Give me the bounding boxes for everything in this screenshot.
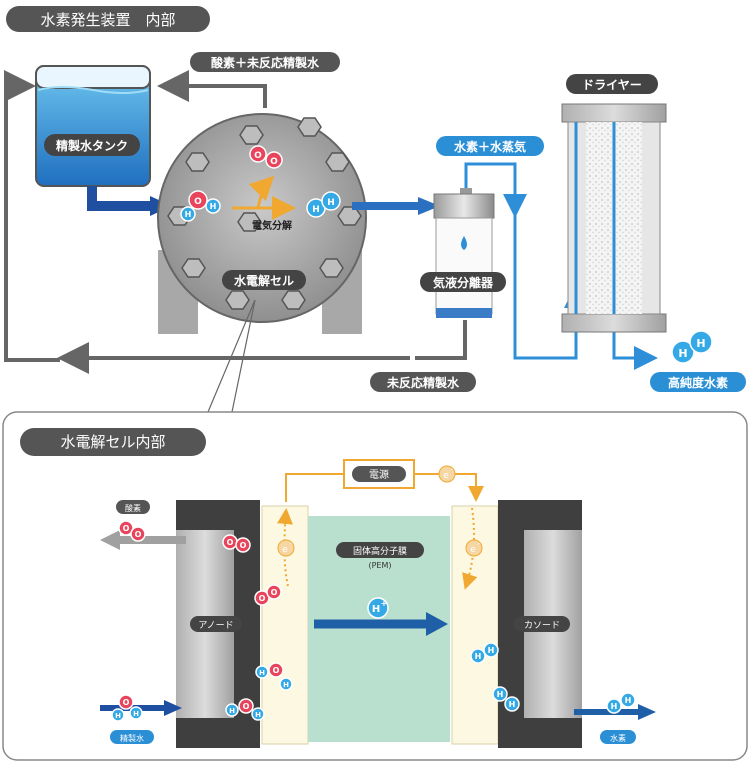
cell-label: 水電解セル — [234, 273, 294, 288]
detail-title-badge: 水電解セル内部 — [20, 428, 206, 456]
svg-text:e: e — [282, 545, 288, 555]
cathode-label: カソード — [524, 620, 560, 631]
svg-text:固体高分子膜: 固体高分子膜 — [353, 545, 407, 557]
svg-text:(PEM): (PEM) — [368, 561, 391, 570]
power-circuit — [285, 473, 484, 502]
svg-text:高純度水素: 高純度水素 — [668, 375, 728, 390]
electron-top: e - — [438, 465, 456, 483]
svg-text:H: H — [488, 646, 495, 655]
electron-cathode: e - — [465, 539, 483, 557]
svg-text:H: H — [210, 202, 217, 211]
svg-text:e: e — [443, 471, 449, 481]
svg-text:O: O — [194, 197, 202, 207]
svg-text:e: e — [470, 545, 476, 555]
water-tank: 精製水タンク — [35, 65, 151, 187]
tank-label: 精製水タンク — [56, 138, 128, 153]
water-molecules-anode: O H H O H H — [225, 662, 293, 721]
pem-label: 固体高分子膜 (PEM) — [336, 542, 424, 570]
hydrogen-label: 水素 — [600, 730, 636, 744]
dryer-label: ドライヤー — [582, 78, 642, 92]
high-purity-label: 高純度水素 — [650, 372, 746, 392]
water-input-molecule: O H H — [111, 694, 143, 722]
svg-text:精製水: 精製水 — [120, 733, 144, 743]
electron-anode: e - — [277, 539, 295, 557]
svg-text:-: - — [478, 540, 481, 548]
separator-label: 気液分離器 — [433, 275, 494, 290]
svg-text:H: H — [327, 198, 335, 208]
svg-text:H: H — [696, 337, 705, 350]
svg-text:H: H — [133, 710, 139, 718]
svg-text:H: H — [497, 690, 504, 699]
water-molecule-cell: O H H — [180, 190, 221, 222]
svg-text:+: + — [381, 599, 388, 608]
gray-return-lines — [4, 70, 467, 374]
electrolysis-cell: 水電解セル 電気分解 — [157, 113, 367, 334]
svg-text:H: H — [283, 681, 289, 689]
svg-text:H: H — [475, 652, 482, 661]
detail-callout — [207, 299, 256, 413]
svg-text:H: H — [255, 711, 261, 719]
svg-text:H: H — [185, 210, 192, 219]
anode-label: アノード — [198, 621, 233, 631]
svg-text:H: H — [611, 702, 618, 711]
oxygen-label: 酸素 — [116, 500, 150, 514]
svg-text:O: O — [243, 702, 250, 711]
header-title-badge: 水素発生装置 内部 — [6, 6, 210, 32]
oxygen-molecule-top: O O — [249, 145, 283, 169]
water-label: 精製水 — [110, 730, 154, 744]
electrolysis-label: 電気分解 — [252, 219, 292, 232]
svg-text:-: - — [451, 466, 454, 474]
svg-text:O: O — [273, 666, 280, 675]
oxygen-output-molecule: O O — [118, 520, 146, 542]
gas-liquid-separator: 気液分離器 — [420, 188, 506, 318]
svg-text:酸素: 酸素 — [125, 503, 141, 513]
svg-text:H: H — [509, 700, 516, 709]
svg-text:-: - — [290, 540, 293, 548]
svg-text:O: O — [123, 524, 130, 533]
svg-text:O: O — [259, 594, 266, 603]
tank-to-cell-arrow — [87, 186, 150, 211]
hydrogen-vapor-label: 水素＋水蒸気 — [436, 136, 544, 156]
oxygen-return-label: 酸素＋未反応精製水 — [190, 52, 340, 72]
svg-text:O: O — [270, 157, 278, 167]
svg-text:H: H — [229, 707, 235, 715]
oxygen-molecules-anode: O O O O — [222, 534, 282, 606]
detail-title: 水電解セル内部 — [60, 433, 165, 451]
hydrogen-molecule-cell: H H — [306, 191, 341, 218]
svg-text:H: H — [312, 205, 320, 215]
svg-text:O: O — [240, 541, 247, 550]
dryer: ドライヤー — [561, 74, 667, 333]
electrolysis-arrows — [232, 175, 296, 220]
svg-text:O: O — [271, 588, 278, 597]
hydrogen-output-molecule: H H — [606, 692, 636, 714]
svg-text:H: H — [115, 712, 121, 720]
svg-text:H: H — [259, 669, 265, 677]
proton-ion: H + — [367, 597, 389, 619]
svg-text:水素: 水素 — [610, 733, 626, 743]
svg-text:H: H — [678, 347, 687, 360]
high-purity-hydrogen-molecule: H H — [671, 330, 713, 364]
svg-text:H: H — [625, 696, 632, 705]
power-source: 電源 — [343, 459, 415, 489]
svg-text:酸素＋未反応精製水: 酸素＋未反応精製水 — [211, 55, 320, 70]
hydrogen-molecules-cathode: H H H H — [470, 642, 520, 712]
svg-text:水素＋水蒸気: 水素＋水蒸気 — [454, 139, 526, 154]
header-title: 水素発生装置 内部 — [40, 11, 175, 29]
svg-text:O: O — [135, 530, 142, 539]
svg-text:未反応精製水: 未反応精製水 — [386, 375, 460, 390]
cathode-plate: カソード — [498, 500, 582, 748]
svg-text:O: O — [123, 698, 130, 707]
svg-text:O: O — [254, 151, 262, 161]
svg-text:O: O — [227, 538, 234, 547]
unreacted-label: 未反応精製水 — [370, 372, 476, 392]
power-label: 電源 — [369, 468, 389, 481]
svg-text:H: H — [372, 604, 380, 615]
